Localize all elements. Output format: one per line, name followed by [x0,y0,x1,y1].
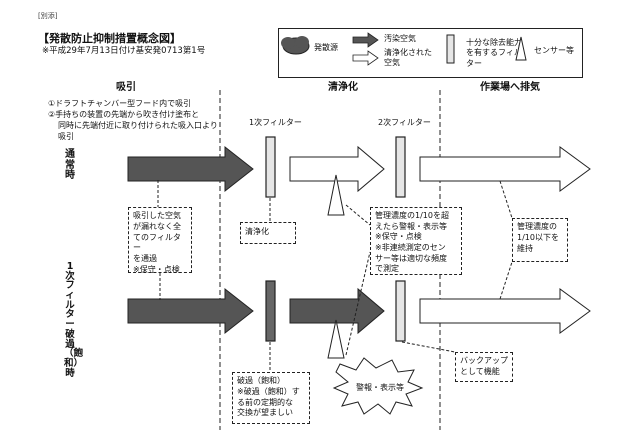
section-exhaust-heading: 作業場へ排気 [480,82,540,93]
legend-box [278,28,583,78]
normal-intake-arrow [127,145,254,193]
note-alarm-threshold: 管理濃度の1/10を超 えたら警報・表示等 ※保守・点検 ※非連続測定のセン サ… [370,207,462,275]
intake-note-line4: 吸引 [58,132,74,141]
filter-icon [446,34,455,64]
normal-mid-arrow [289,145,385,193]
legend-sensor-label: センサー等 [534,46,574,55]
alarm-burst-shape [332,357,424,415]
normal-first-filter [265,136,276,198]
note-breakthrough: 破過（飽和） ※破過（飽和）す る前の定期的な 交換が望ましい [232,372,310,424]
sensor-icon [515,36,527,61]
legend-source-label: 発散源 [314,43,338,52]
legend-polluted-label: 汚染空気 [384,34,416,43]
legend-clean-label: 清浄化された空気 [384,48,432,67]
page-subtitle: ※平成29年7月13日付け基安発0713第1号 [42,46,206,56]
normal-exhaust-arrow [419,146,591,192]
row-label-normal: 通常時 [65,149,75,181]
second-filter-heading: 2次フィルター [378,118,431,127]
page-title: 【発散防止抑制措置概念図】 [38,32,181,45]
legend-filter-label: 十分な除去能力を有するフィルター [466,38,522,68]
section-intake-heading: 吸引 [116,82,136,93]
normal-sensor-icon [327,174,345,216]
alarm-burst-label: 警報・表示等 [356,383,404,392]
intake-note-line3: 同時に先端付近に取り付けられた吸入口より [58,121,218,130]
break-first-filter [265,280,276,342]
note-backup: バックアップ として機能 [455,352,513,382]
break-exhaust-arrow [419,288,591,334]
attachment-tag: [別添] [38,12,58,20]
polluted-air-arrow-icon [352,32,379,48]
row-label-breakthrough: 1次フィルター破過（飽和）時 [64,261,84,379]
note-all-filters: 吸引した空気 が漏れなく全 てのフィルター を通過 ※保守・点検 [128,207,192,274]
break-mid-arrow [289,287,385,335]
break-intake-arrow [127,287,254,335]
normal-second-filter [395,136,406,198]
first-filter-heading: 1次フィルター [249,118,302,127]
section-clean-heading: 清浄化 [328,82,358,93]
break-sensor-icon [327,319,345,359]
break-second-filter [395,280,406,342]
note-cleaning: 清浄化 [240,222,296,244]
intake-note-line1: ①ドラフトチャンバー型フード内で吸引 [48,99,192,108]
note-maintain-level: 管理濃度の 1/10以下を 維持 [512,218,568,262]
source-cloud-icon [281,36,310,55]
intake-note-line2: ②手持ちの装置の先端から吹き付け塗布と [48,110,200,119]
clean-air-arrow-icon [352,50,379,66]
